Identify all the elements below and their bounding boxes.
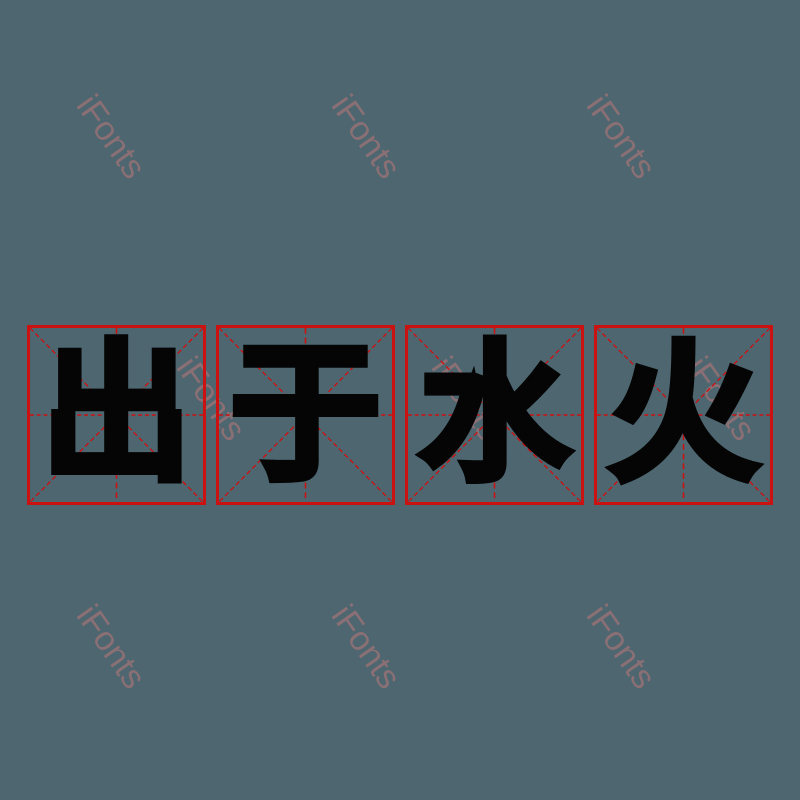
- watermark-ifonts: iFonts: [68, 598, 154, 696]
- watermark-ifonts: iFonts: [323, 88, 409, 186]
- watermark-ifonts: iFonts: [323, 598, 409, 696]
- character-cell-1: 出: [27, 325, 206, 505]
- watermark-ifonts: iFonts: [68, 88, 154, 186]
- character-cell-3: 水: [405, 325, 584, 505]
- watermark-ifonts: iFonts: [578, 598, 664, 696]
- character-cell-2: 于: [216, 325, 395, 505]
- character-cell-4: 火: [594, 325, 773, 505]
- character-glyph-1: 出: [38, 328, 195, 502]
- character-glyph-3: 水: [416, 328, 573, 502]
- character-glyph-2: 于: [227, 328, 384, 502]
- character-grid-row: 出于水火: [27, 325, 773, 505]
- watermark-ifonts: iFonts: [578, 88, 664, 186]
- character-glyph-4: 火: [605, 328, 762, 502]
